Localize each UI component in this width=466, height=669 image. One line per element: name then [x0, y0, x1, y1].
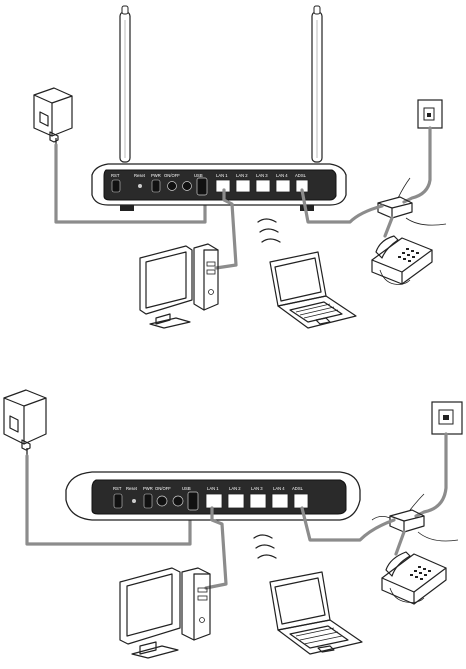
port-label: ADSL [292, 486, 304, 491]
port-label: RST [113, 486, 122, 491]
router-port-pwr: PWR [151, 173, 161, 192]
port-label: LAN 2 [229, 486, 241, 491]
port-label: LAN 1 [207, 486, 219, 491]
splitter-wire [398, 178, 410, 198]
phone-line-cable [404, 128, 430, 202]
port-label: RST [111, 173, 120, 178]
splitter-wire [410, 494, 424, 510]
port-label: Reset [126, 486, 138, 491]
desktop-computer [120, 568, 210, 658]
port-label: ON/OFF [155, 486, 171, 491]
router-port-rst: RST [113, 486, 122, 508]
wireless-signal-icon [258, 219, 280, 242]
power-adapter [34, 88, 72, 145]
router-antenna-left [120, 6, 130, 162]
power-adapter [4, 390, 46, 456]
phone-cable [385, 218, 392, 236]
port-label: PWR [143, 486, 153, 491]
port-label: ON/OFF [164, 173, 180, 178]
router-antenna-right [312, 6, 322, 162]
port-label: LAN 3 [256, 173, 268, 178]
port-label: LAN 4 [273, 486, 285, 491]
router-port-rst: RST [111, 173, 120, 192]
phone-cable [396, 532, 404, 554]
port-label: ADSL [295, 173, 307, 178]
port-label: USB [182, 486, 191, 491]
splitter-wire [406, 218, 446, 225]
router-port-pwr: PWR [143, 486, 153, 508]
wall-phone-socket [432, 402, 462, 434]
splitter-wire [372, 516, 390, 520]
port-label: LAN 2 [236, 173, 248, 178]
port-label: LAN 3 [251, 486, 263, 491]
phone-line-cable [416, 434, 446, 516]
laptop-computer [270, 572, 362, 654]
diagram-bottom: RST Reset PWR ON/OFF USB [4, 390, 462, 658]
wall-phone-socket [418, 100, 442, 128]
splitter-wire [418, 532, 458, 541]
adsl-splitter [378, 197, 412, 218]
port-label: LAN 4 [276, 173, 288, 178]
port-label: USB [194, 173, 203, 178]
port-label: LAN 1 [216, 173, 228, 178]
diagram-top: RST Reset PWR ON/OFF USB [34, 6, 446, 328]
laptop-computer [270, 252, 356, 328]
telephone [382, 552, 446, 604]
router: RST Reset PWR ON/OFF USB [92, 164, 346, 211]
wireless-signal-icon [254, 535, 276, 558]
desktop-computer [140, 244, 218, 328]
telephone [372, 236, 432, 285]
port-label: Reset [134, 173, 146, 178]
port-label: PWR [151, 173, 161, 178]
